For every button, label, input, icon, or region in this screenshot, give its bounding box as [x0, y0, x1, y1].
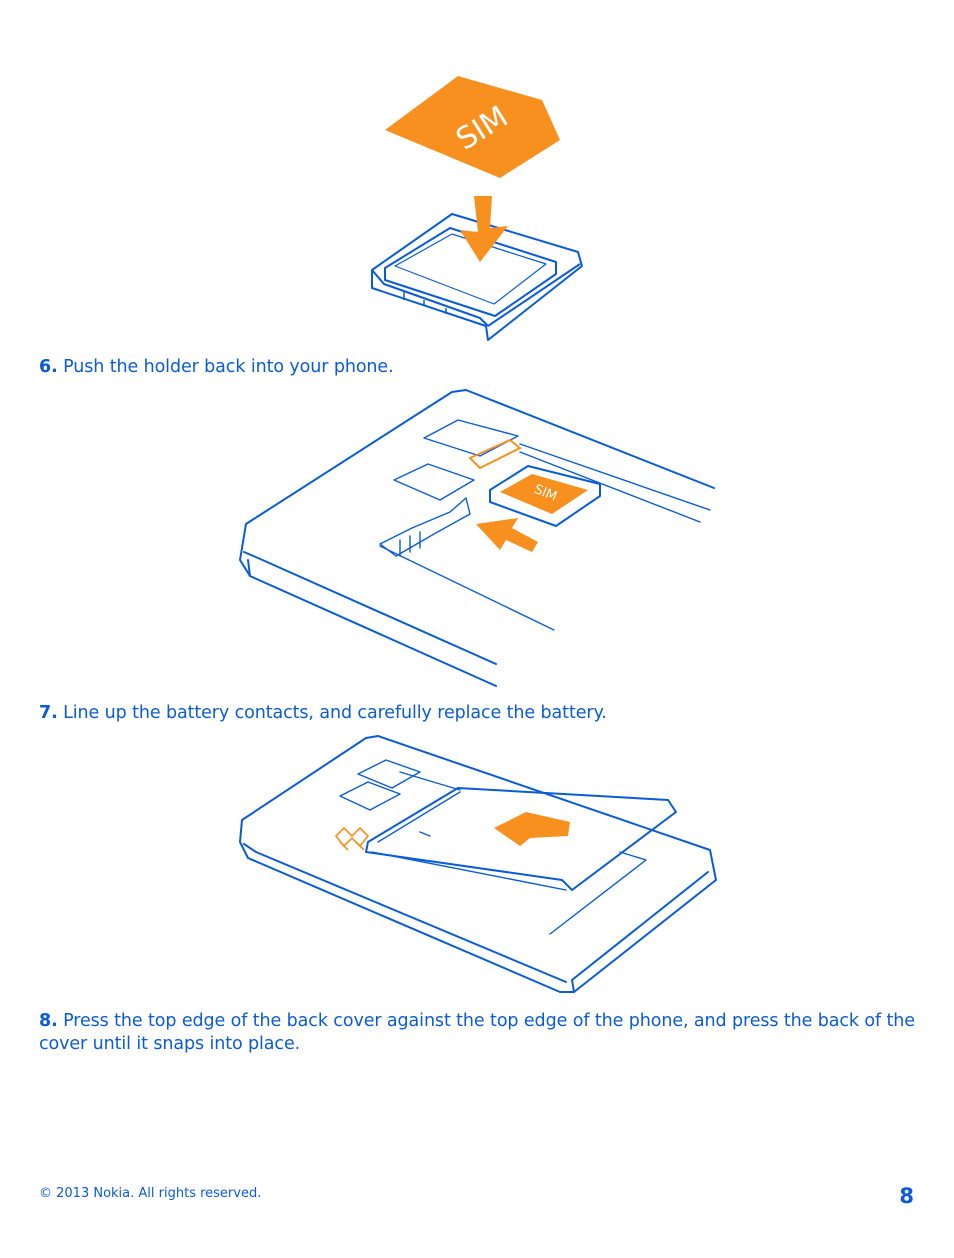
step-8-number: 8.	[39, 1011, 58, 1031]
step-7: 7. Line up the battery contacts, and car…	[39, 702, 607, 725]
page-number: 8	[899, 1184, 914, 1208]
phone-holder-illustration: SIM	[239, 389, 715, 687]
step-6-text: Push the holder back into your phone.	[63, 357, 394, 377]
arrow-down-icon	[460, 196, 508, 262]
battery-illustration	[239, 735, 717, 993]
arrow-push-icon	[476, 518, 538, 552]
sim-holder-illustration: SIM	[371, 76, 583, 341]
step-6: 6. Push the holder back into your phone.	[39, 356, 394, 379]
step-7-text: Line up the battery contacts, and carefu…	[63, 703, 607, 723]
arrow-insert-icon	[494, 812, 570, 846]
phone-sim-card-shape	[500, 474, 588, 514]
sim-card-shape	[385, 76, 560, 178]
step-8-text: Press the top edge of the back cover aga…	[39, 1011, 915, 1054]
step-7-number: 7.	[39, 703, 58, 723]
step-6-number: 6.	[39, 357, 58, 377]
copyright-footer: © 2013 Nokia. All rights reserved.	[39, 1186, 262, 1201]
step-8: 8. Press the top edge of the back cover …	[39, 1010, 919, 1056]
